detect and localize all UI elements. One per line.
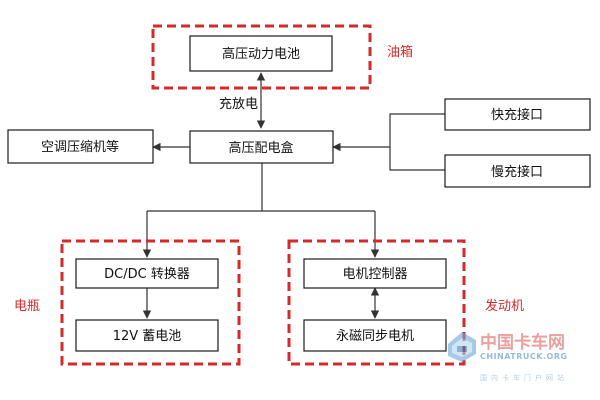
truck-logo-icon	[448, 332, 476, 362]
node-fast-charge: 快充接口	[444, 98, 591, 131]
node-pm-motor-label: 永磁同步电机	[336, 329, 414, 344]
watermark-site-name: 中国卡车网	[480, 332, 565, 353]
node-slow-charge: 慢充接口	[444, 154, 591, 188]
fast-pdu-line	[332, 113, 445, 152]
node-ac-label: 空调压缩机等	[41, 139, 119, 155]
node-motor-controller: 电机控制器	[303, 258, 447, 289]
node-pdu-label: 高压配电盒	[228, 140, 293, 156]
watermark-url: CHINATRUCK.ORG	[480, 352, 568, 361]
node-dcdc-label: DC/DC 转换器	[104, 267, 190, 282]
node-ac: 空调压缩机等	[7, 129, 154, 164]
engine-group	[287, 239, 466, 366]
node-motor-controller-label: 电机控制器	[342, 267, 407, 282]
node-12v-battery-label: 12V 蓄电池	[113, 329, 182, 344]
fuel-tank-group	[151, 24, 372, 90]
node-slow-charge-label: 慢充接口	[491, 164, 543, 180]
node-12v-battery: 12V 蓄电池	[75, 319, 219, 352]
node-dcdc: DC/DC 转换器	[75, 258, 219, 289]
battery12-label: 电瓶	[14, 299, 40, 314]
node-battery: 高压动力电池	[189, 35, 333, 72]
battery12-group	[60, 239, 241, 366]
slow-pdu-line	[389, 147, 445, 171]
connectors	[142, 72, 445, 319]
charge-discharge-label: 充放电	[219, 96, 258, 112]
node-pdu: 高压配电盒	[189, 130, 334, 164]
watermark-slogan: 国内卡车门户网站	[480, 373, 568, 382]
node-pm-motor: 永磁同步电机	[303, 319, 447, 352]
watermark: 中国卡车网 CHINATRUCK.ORG 国内卡车门户网站	[448, 332, 568, 382]
fuel-tank-label: 油箱	[387, 44, 413, 60]
node-battery-label: 高压动力电池	[222, 46, 300, 62]
node-fast-charge-label: 快充接口	[491, 107, 543, 123]
engine-label: 发动机	[485, 298, 524, 314]
